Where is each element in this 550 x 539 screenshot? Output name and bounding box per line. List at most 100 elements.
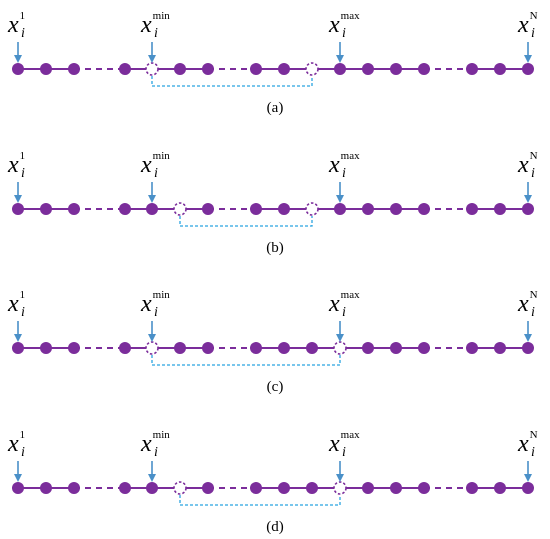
chain-node <box>494 482 506 494</box>
label-xmin: xmin <box>140 289 170 317</box>
chain-node <box>466 342 478 354</box>
chain-node <box>334 63 346 75</box>
label-subscript: i <box>154 445 158 460</box>
label-subscript: i <box>154 305 158 320</box>
chain-node <box>418 342 430 354</box>
label-subscript: i <box>531 445 535 460</box>
removed-node <box>145 341 159 355</box>
removed-node <box>305 202 319 216</box>
chain-node <box>202 482 214 494</box>
chain-node <box>40 63 52 75</box>
chain-node <box>466 482 478 494</box>
label-xN: xN <box>517 429 538 457</box>
label-x1: x1 <box>7 429 25 457</box>
label-subscript: i <box>342 445 346 460</box>
label-subscript: i <box>154 26 158 41</box>
label-x1: x1 <box>7 289 25 317</box>
label-xmax: xmax <box>328 429 360 457</box>
chain-node <box>12 63 24 75</box>
chain-node <box>12 342 24 354</box>
removed-segment-bracket <box>151 76 313 87</box>
chain-node <box>362 203 374 215</box>
chain-node <box>174 63 186 75</box>
chain-node <box>390 203 402 215</box>
chain-node <box>250 63 262 75</box>
chain-node <box>418 63 430 75</box>
chain-node <box>278 342 290 354</box>
chain-node <box>146 203 158 215</box>
chain-node <box>466 63 478 75</box>
chain-node <box>174 342 186 354</box>
chain-node <box>522 342 534 354</box>
chain-node <box>418 203 430 215</box>
label-subscript: i <box>342 26 346 41</box>
chain-node <box>522 203 534 215</box>
chain-node <box>119 482 131 494</box>
label-subscript: i <box>21 305 25 320</box>
row-caption: (d) <box>266 519 284 535</box>
chain-node <box>522 482 534 494</box>
chain-node <box>250 342 262 354</box>
chain-node <box>494 63 506 75</box>
removed-segment-bracket <box>179 495 341 506</box>
chain-node <box>306 342 318 354</box>
chain-node <box>250 203 262 215</box>
chain-node <box>119 63 131 75</box>
removed-node <box>333 481 347 495</box>
label-subscript: i <box>342 166 346 181</box>
label-subscript: i <box>21 166 25 181</box>
chain-node <box>390 63 402 75</box>
chain-node <box>202 203 214 215</box>
chain-node <box>12 203 24 215</box>
chain-node <box>119 203 131 215</box>
chain-node <box>250 482 262 494</box>
label-subscript: i <box>21 445 25 460</box>
chain-node <box>494 342 506 354</box>
removed-node <box>305 62 319 76</box>
chain-node <box>68 63 80 75</box>
label-xmin: xmin <box>140 10 170 38</box>
label-xmax: xmax <box>328 289 360 317</box>
label-xN: xN <box>517 289 538 317</box>
label-xmax: xmax <box>328 10 360 38</box>
label-x1: x1 <box>7 150 25 178</box>
label-xN: xN <box>517 10 538 38</box>
row-caption: (c) <box>267 379 284 395</box>
removed-node <box>145 62 159 76</box>
chain-node <box>390 342 402 354</box>
chain-node <box>68 482 80 494</box>
removed-segment-bracket <box>179 216 313 227</box>
label-xmin: xmin <box>140 429 170 457</box>
chain-node <box>522 63 534 75</box>
chain-node <box>202 63 214 75</box>
chain-node <box>466 203 478 215</box>
removed-segment-bracket <box>151 355 341 366</box>
label-subscript: i <box>531 305 535 320</box>
label-xmax: xmax <box>328 150 360 178</box>
row-caption: (b) <box>266 240 284 256</box>
removed-node <box>173 481 187 495</box>
chain-node <box>390 482 402 494</box>
label-xN: xN <box>517 150 538 178</box>
chain-node <box>68 342 80 354</box>
label-subscript: i <box>21 26 25 41</box>
chain-node <box>278 63 290 75</box>
chain-node <box>278 203 290 215</box>
chain-node <box>40 482 52 494</box>
label-xmin: xmin <box>140 150 170 178</box>
chain-node <box>334 203 346 215</box>
label-x1: x1 <box>7 10 25 38</box>
label-subscript: i <box>531 166 535 181</box>
chain-node <box>278 482 290 494</box>
chain-node <box>40 342 52 354</box>
removed-node <box>333 341 347 355</box>
label-subscript: i <box>154 166 158 181</box>
removed-node <box>173 202 187 216</box>
chain-node <box>362 63 374 75</box>
chain-node <box>494 203 506 215</box>
